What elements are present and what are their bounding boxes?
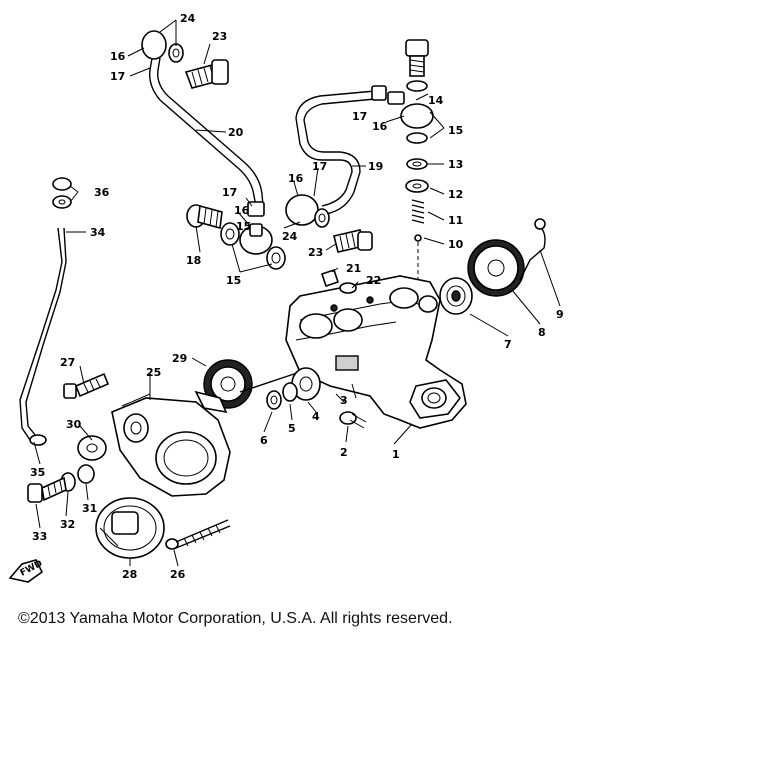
callout-18: 18	[186, 254, 201, 267]
callout-23b: 23	[308, 246, 323, 259]
fwd-arrow: FWD	[8, 559, 44, 583]
callout-33: 33	[32, 530, 47, 543]
callout-3: 3	[340, 394, 348, 407]
callout-17b: 17	[352, 110, 367, 123]
callout-5: 5	[288, 422, 296, 435]
callout-15a: 15	[448, 124, 463, 137]
callout-22: 22	[366, 274, 381, 287]
callout-25: 25	[146, 366, 161, 379]
callout-28: 28	[122, 568, 137, 581]
callout-8: 8	[538, 326, 546, 339]
callout-14: 14	[428, 94, 444, 107]
callout-16b: 16	[372, 120, 388, 133]
callout-16c: 16	[288, 172, 304, 185]
callout-15b: 15	[226, 274, 241, 287]
control-rod-34	[19, 177, 72, 446]
callout-32: 32	[60, 518, 75, 531]
callout-23a: 23	[212, 30, 227, 43]
seals-4-5-6	[266, 367, 321, 410]
callout-15c: 15	[236, 220, 251, 233]
leader-lines	[33, 19, 561, 567]
bolt-27	[63, 372, 110, 399]
callout-16a: 16	[110, 50, 126, 63]
callout-11: 11	[448, 214, 463, 227]
pump-cover-25	[111, 393, 231, 497]
oil-pipe-19	[295, 85, 405, 215]
bolt-2	[339, 411, 367, 429]
parts-30-33	[27, 435, 107, 503]
callout-17a: 17	[110, 70, 125, 83]
bearing-7	[439, 277, 473, 315]
callout-30: 30	[66, 418, 82, 431]
callout-6: 6	[260, 434, 268, 447]
callout-19: 19	[368, 160, 383, 173]
bracket-9	[519, 218, 546, 281]
callout-29: 29	[172, 352, 187, 365]
callout-34: 34	[90, 226, 106, 239]
pulley-28	[95, 497, 165, 559]
check-valve-stack	[400, 39, 434, 286]
callout-12: 12	[448, 188, 463, 201]
callout-10: 10	[448, 238, 464, 251]
drive-gear-8	[467, 239, 525, 297]
callout-31: 31	[82, 502, 97, 515]
callout-labels: 1 2 3 4 5 6 7 8 9 10 11 12 13 14 15 15 1…	[30, 12, 564, 581]
callout-13: 13	[448, 158, 463, 171]
pump-gear-29	[194, 359, 301, 414]
callout-4: 4	[312, 410, 320, 423]
callout-26: 26	[170, 568, 186, 581]
callout-16d: 16	[234, 204, 250, 217]
banjo-fitting-top-left	[141, 30, 229, 89]
callout-20: 20	[228, 126, 244, 139]
oil-pump-exploded-diagram: FWD	[8, 12, 564, 583]
callout-2: 2	[340, 446, 348, 459]
callout-35: 35	[30, 466, 45, 479]
callout-24b: 24	[282, 230, 298, 243]
banjo-fitting-center	[285, 194, 373, 253]
copyright-notice: ©2013 Yamaha Motor Corporation, U.S.A. A…	[18, 610, 453, 627]
callout-27: 27	[60, 356, 75, 369]
callout-1: 1	[392, 448, 400, 461]
callout-17c: 17	[312, 160, 327, 173]
banjo-fitting-left	[186, 204, 286, 270]
callout-36: 36	[94, 186, 110, 199]
screw-26	[165, 519, 231, 550]
small-parts-21-22	[320, 268, 357, 294]
callout-9: 9	[556, 308, 564, 321]
callout-24a: 24	[180, 12, 196, 25]
pump-body	[285, 275, 467, 429]
callout-17d: 17	[222, 186, 237, 199]
callout-7: 7	[504, 338, 512, 351]
callout-21: 21	[346, 262, 361, 275]
